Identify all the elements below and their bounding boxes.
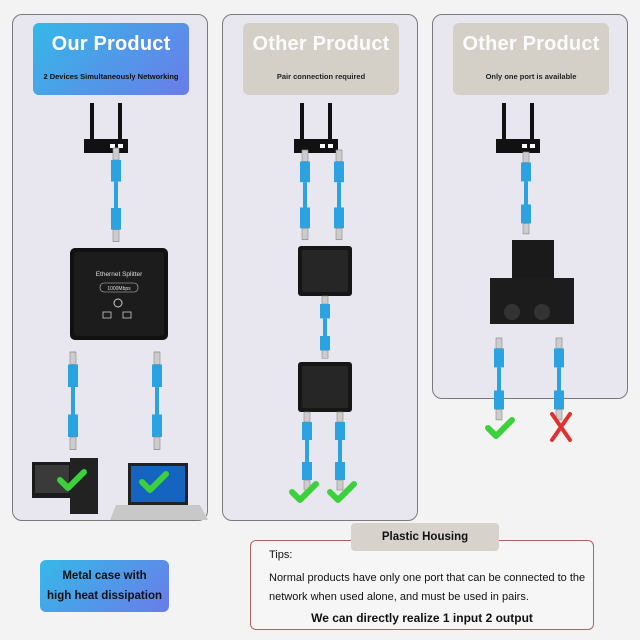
ethernet-cable <box>334 411 346 491</box>
router-icon <box>294 103 338 153</box>
router-icon <box>496 103 540 153</box>
laptop-icon <box>110 463 208 520</box>
our-product-panel: Our Product 2 Devices Simultaneously Net… <box>12 14 208 521</box>
speed-badge-outline <box>99 282 139 293</box>
tips-heading: Tips: <box>269 549 293 561</box>
ethernet-cable <box>333 149 345 241</box>
tips-conclusion: We can directly realize 1 input 2 output <box>311 611 533 625</box>
coupler-device <box>298 362 352 412</box>
ethernet-cable <box>299 149 311 241</box>
plastic-housing-tag: Plastic Housing <box>351 523 499 551</box>
panel-title: Other Product <box>462 33 600 55</box>
router-icon <box>84 103 128 153</box>
ethernet-cable <box>301 411 313 491</box>
ethernet-cable <box>553 337 565 421</box>
ethernet-cable <box>151 351 163 451</box>
our-product-header: Our Product 2 Devices Simultaneously Net… <box>33 23 189 95</box>
panel-subtitle: Only one port is available <box>485 72 577 81</box>
ethernet-cable <box>520 151 532 235</box>
splitter-speed: 1000Mbps <box>107 286 131 292</box>
feature-line-2: high heat dissipation <box>46 590 162 602</box>
panel-subtitle: 2 Devices Simultaneously Networking <box>43 72 179 81</box>
ethernet-cable <box>67 351 79 451</box>
ethernet-splitter-device <box>70 248 168 340</box>
tips-body: Normal products have only one port that … <box>269 572 586 603</box>
cross-icon <box>550 412 572 442</box>
ethernet-cable <box>493 337 505 421</box>
ethernet-cable <box>319 295 331 359</box>
desktop-computer-icon <box>32 458 98 514</box>
ethernet-cable <box>110 147 122 243</box>
feature-line-1: Metal case with <box>62 570 147 582</box>
panel-title: Our Product <box>51 33 171 55</box>
other-product-pair-panel: Other Product Pair connection required <box>222 14 418 521</box>
single-port-splitter-device <box>490 240 574 324</box>
panel-subtitle: Pair connection required <box>276 72 366 81</box>
metal-case-feature-badge: Metal case with high heat dissipation <box>40 560 169 612</box>
panel-title: Other Product <box>252 33 390 55</box>
tips-box: Plastic Housing Tips: Normal products ha… <box>250 523 594 630</box>
check-icon <box>488 420 512 436</box>
other-product-header: Other Product Only one port is available <box>453 23 609 95</box>
splitter-label: Ethernet Splitter <box>96 271 143 278</box>
other-product-header: Other Product Pair connection required <box>243 23 399 95</box>
coupler-device <box>298 246 352 296</box>
